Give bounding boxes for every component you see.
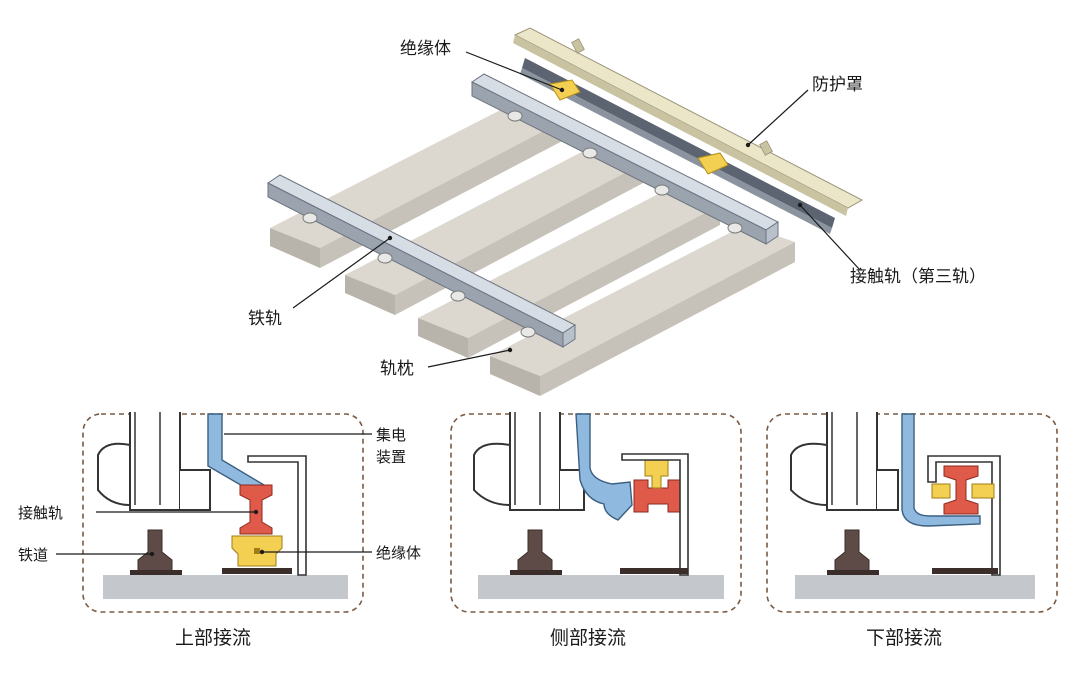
label-collector-line1: 集电 — [376, 426, 406, 444]
label-panel-insulator: 绝缘体 — [376, 544, 421, 562]
label-insulator: 绝缘体 — [400, 39, 451, 59]
panel-side-contact: 侧部接流 — [450, 412, 742, 649]
label-running-rail: 铁轨 — [248, 309, 282, 329]
label-contact-rail: 接触轨（第三轨） — [850, 267, 986, 287]
running-rail-left — [267, 174, 576, 348]
running-rail-right — [471, 73, 779, 245]
label-panel-contact-rail: 接触轨 — [18, 504, 63, 522]
label-sleeper: 轨枕 — [380, 359, 414, 379]
panel-title: 侧部接流 — [550, 627, 626, 649]
contact-rail-body — [520, 58, 835, 234]
panel-bottom-contact: 下部接流 — [766, 412, 1058, 649]
label-protective-cover: 防护罩 — [812, 75, 863, 95]
panel-title: 上部接流 — [175, 627, 251, 649]
rail-fasteners — [302, 110, 743, 338]
panel-title: 下部接流 — [866, 627, 942, 649]
insulators — [549, 79, 729, 175]
panel-top-contact: 集电 装置 接触轨 铁道 绝缘体 上部接流 — [18, 412, 421, 649]
track-isometric: 绝缘体 防护罩 接触轨（第三轨） 铁轨 轨枕 — [248, 27, 986, 396]
label-collector-line2: 装置 — [376, 448, 406, 466]
protective-cover — [513, 27, 864, 216]
label-panel-track: 铁道 — [18, 546, 48, 564]
top-leader-lines — [292, 51, 861, 368]
